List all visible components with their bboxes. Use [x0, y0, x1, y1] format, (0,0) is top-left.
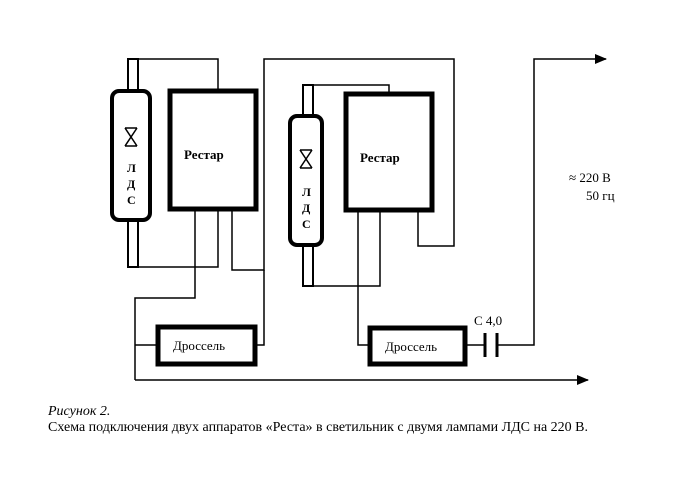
wire-restar1-right	[231, 58, 455, 271]
choke-1-label: Дроссель	[173, 338, 225, 353]
lamp-1-cross-icon	[124, 127, 138, 147]
wire-lamp1-bottom	[138, 209, 219, 268]
lamp-2-label-s: С	[302, 217, 311, 231]
choke-2-box	[367, 325, 468, 367]
wire-restar2-choke2	[357, 210, 370, 346]
lamp-1-label-l: Л	[127, 161, 136, 175]
wire-lamp2-bottom	[313, 210, 381, 287]
wire-choke1-right	[255, 270, 265, 346]
supply-frequency-label: 50 гц	[586, 188, 615, 203]
lamp-2-top-pin	[302, 84, 314, 117]
wiring-diagram: Л Д С Л Д С Рестар Рестар Дроссель Дросс…	[110, 54, 615, 385]
wire-lamp1-top	[138, 58, 219, 91]
restar-2-label: Рестар	[360, 150, 400, 165]
figure-number: Рисунок 2.	[48, 404, 111, 419]
wire-cap-supply	[498, 54, 607, 346]
supply-voltage-label: ≈ 220 В	[569, 170, 611, 185]
restar-1-label: Рестар	[184, 147, 224, 162]
lamp-2-bottom-pin	[302, 245, 314, 287]
lamp-2-label-d: Д	[302, 201, 311, 215]
capacitor-label: С 4,0	[474, 313, 502, 328]
figure-description: Схема подключения двух аппаратов «Реста»…	[48, 420, 589, 435]
lamp-1-top-pin	[127, 58, 139, 92]
restar-1-box	[167, 88, 259, 212]
wire-restar1-left	[134, 209, 196, 380]
choke-2-label: Дроссель	[385, 339, 437, 354]
lamp-2-label-l: Л	[302, 185, 311, 199]
lamp-1-bottom-pin	[127, 220, 139, 268]
lamp-1-label-d: Д	[127, 177, 136, 191]
wire-lamp2-top	[313, 84, 390, 94]
figure-caption: Рисунок 2. Схема подключения двух аппара…	[48, 404, 648, 436]
lamp-2-cross-icon	[299, 149, 313, 169]
lamp-1-label-s: С	[127, 193, 136, 207]
